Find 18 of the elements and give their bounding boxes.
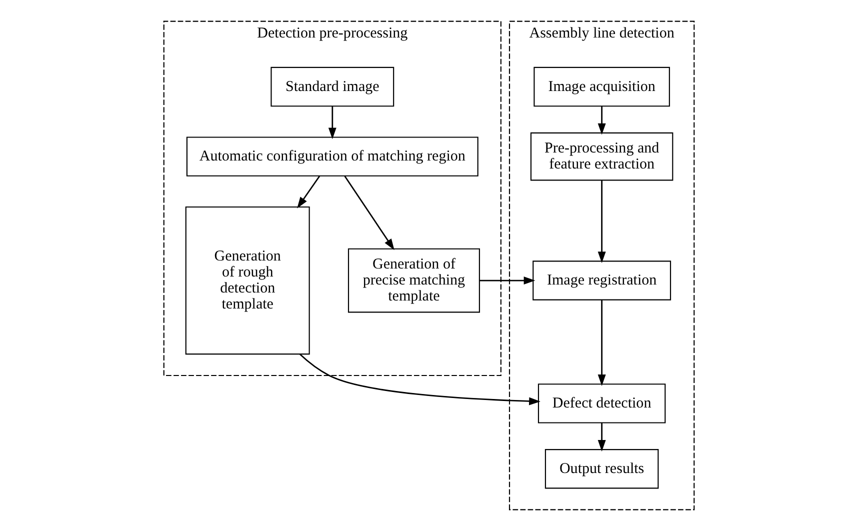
arrow [597, 106, 606, 135]
node-box: Pre-processing and feature extraction [530, 132, 673, 181]
node-box: Standard image [270, 66, 394, 107]
node-box: Generation of rough detection template [184, 206, 310, 355]
node-box: Output results [544, 449, 658, 489]
arrow [299, 354, 540, 406]
node-box: Image registration [532, 260, 671, 300]
node-box: Generation of precise matching template [347, 248, 480, 313]
arrow [597, 180, 606, 264]
arrow [344, 176, 394, 250]
arrow [328, 106, 336, 140]
arrow [597, 300, 606, 386]
node-box: Defect detection [537, 384, 666, 424]
node-box: Image acquisition [533, 66, 670, 107]
arrow [479, 276, 535, 285]
arrow [296, 176, 320, 208]
node-box: Automatic configuration of matching region [186, 136, 478, 176]
arrow [597, 422, 606, 452]
